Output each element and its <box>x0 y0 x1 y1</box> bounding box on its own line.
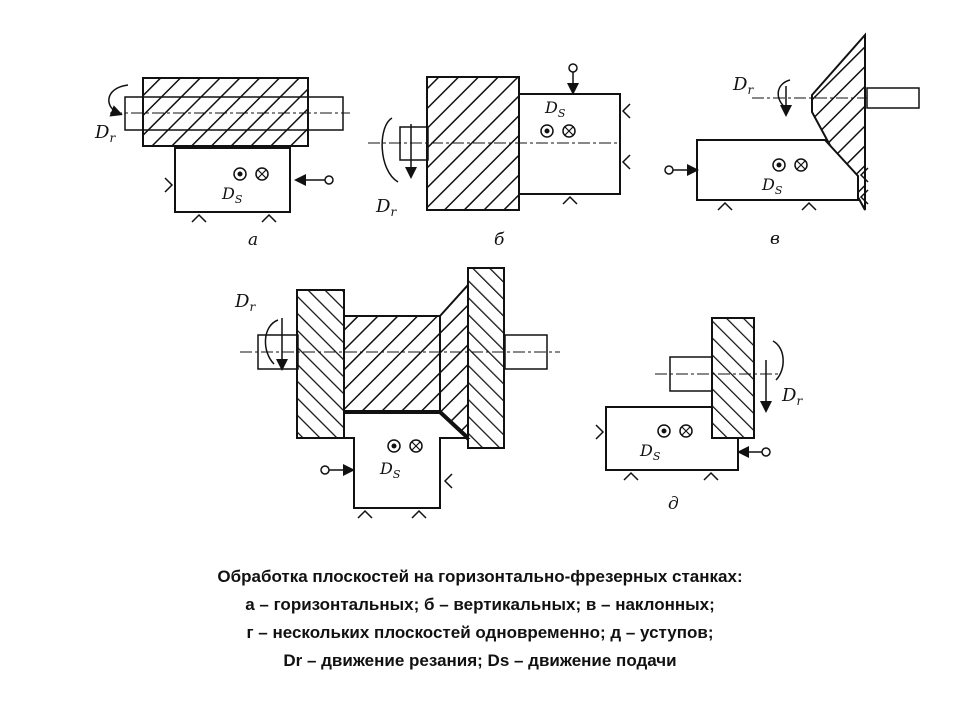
fig-v-cutter <box>811 32 866 211</box>
fig-g-dot-symbol <box>387 439 401 453</box>
fig-g-feed-handle <box>320 465 330 475</box>
fig-d-rotation-arrow <box>772 340 784 381</box>
milling-diagram: Dr DS а DS Dr б <box>94 32 920 519</box>
fig-v-clamp-right <box>859 167 869 183</box>
fig-b-rotation-label: Dr <box>375 196 397 219</box>
fig-b-support <box>562 195 578 205</box>
figure-v <box>664 32 920 211</box>
fig-b-feed-label: DS <box>544 98 566 120</box>
fig-b-feed-handle <box>568 63 578 73</box>
fig-a-cutter <box>142 77 309 147</box>
caption-line-4: Dr – движение резания; Ds – движение под… <box>283 651 677 670</box>
fig-a-support-1 <box>191 213 207 223</box>
caption-line-1: Обработка плоскостей на горизонтально-фр… <box>217 567 743 586</box>
fig-g-rotation-arrow <box>264 319 279 365</box>
fig-a-dot-symbol <box>233 167 247 181</box>
fig-v-dot-symbol <box>772 158 786 172</box>
fig-g-rotation-label: Dr <box>234 291 256 314</box>
figure-d <box>595 317 784 481</box>
figure-a <box>108 77 350 223</box>
fig-v-rotation-arrow <box>777 79 791 109</box>
fig-v-feed-label: DS <box>761 175 783 197</box>
figure-b <box>368 63 631 211</box>
fig-d-support-1 <box>623 471 639 481</box>
fig-g-clamp-right <box>443 473 453 489</box>
fig-b-workpiece <box>518 93 621 195</box>
fig-g-workpiece <box>343 411 471 509</box>
fig-b-cross-symbol <box>562 124 576 138</box>
fig-g-support-2 <box>411 509 427 519</box>
caption-line-2: а – горизонтальных; б – вертикальных; в … <box>245 595 715 614</box>
fig-v-clamp-right-2 <box>859 189 869 205</box>
fig-v-letter: в <box>770 229 780 249</box>
fig-v-workpiece <box>696 139 859 201</box>
fig-a-cross-symbol <box>255 167 269 181</box>
fig-v-support-2 <box>801 201 817 211</box>
fig-d-feed-handle <box>761 447 771 457</box>
fig-a-letter: а <box>248 230 258 250</box>
fig-b-letter: б <box>494 230 505 250</box>
caption-line-3: г – нескольких плоскостей одновременно; … <box>246 623 714 642</box>
fig-a-feed-handle <box>324 175 334 185</box>
fig-v-arbor <box>866 87 920 109</box>
fig-a-feed-label: DS <box>221 184 243 206</box>
fig-b-clamp-right-1 <box>621 103 631 119</box>
fig-a-workpiece <box>174 147 291 213</box>
fig-v-support-1 <box>717 201 733 211</box>
fig-g-support-1 <box>357 509 373 519</box>
fig-g-right-cutter <box>467 267 505 449</box>
fig-b-clamp-right-2 <box>621 154 631 170</box>
fig-g-feed-label: DS <box>379 459 401 481</box>
fig-v-rotation-label: Dr <box>732 74 754 97</box>
fig-d-cross-symbol <box>679 424 693 438</box>
fig-d-workpiece <box>605 406 739 471</box>
fig-d-support-2 <box>703 471 719 481</box>
fig-b-rotation-arrow <box>381 117 399 183</box>
fig-d-rotation-label: Dr <box>781 385 803 408</box>
fig-a-rotation-arrow <box>108 84 129 117</box>
fig-d-letter: д <box>668 494 679 514</box>
fig-a-clamp-left <box>164 177 174 193</box>
figure-g <box>240 267 560 519</box>
fig-g-left-cutter <box>296 289 345 439</box>
fig-b-dot-symbol <box>540 124 554 138</box>
fig-g-center-cutter <box>343 315 441 413</box>
fig-a-rotation-label: Dr <box>94 122 116 145</box>
fig-v-cross-symbol <box>794 158 808 172</box>
fig-d-clamp-left <box>595 424 605 440</box>
fig-d-cutter <box>711 317 755 439</box>
fig-v-feed-handle <box>664 165 674 175</box>
fig-d-feed-label: DS <box>639 441 661 463</box>
fig-d-dot-symbol <box>657 424 671 438</box>
fig-a-support-2 <box>261 213 277 223</box>
fig-g-cross-symbol <box>409 439 423 453</box>
